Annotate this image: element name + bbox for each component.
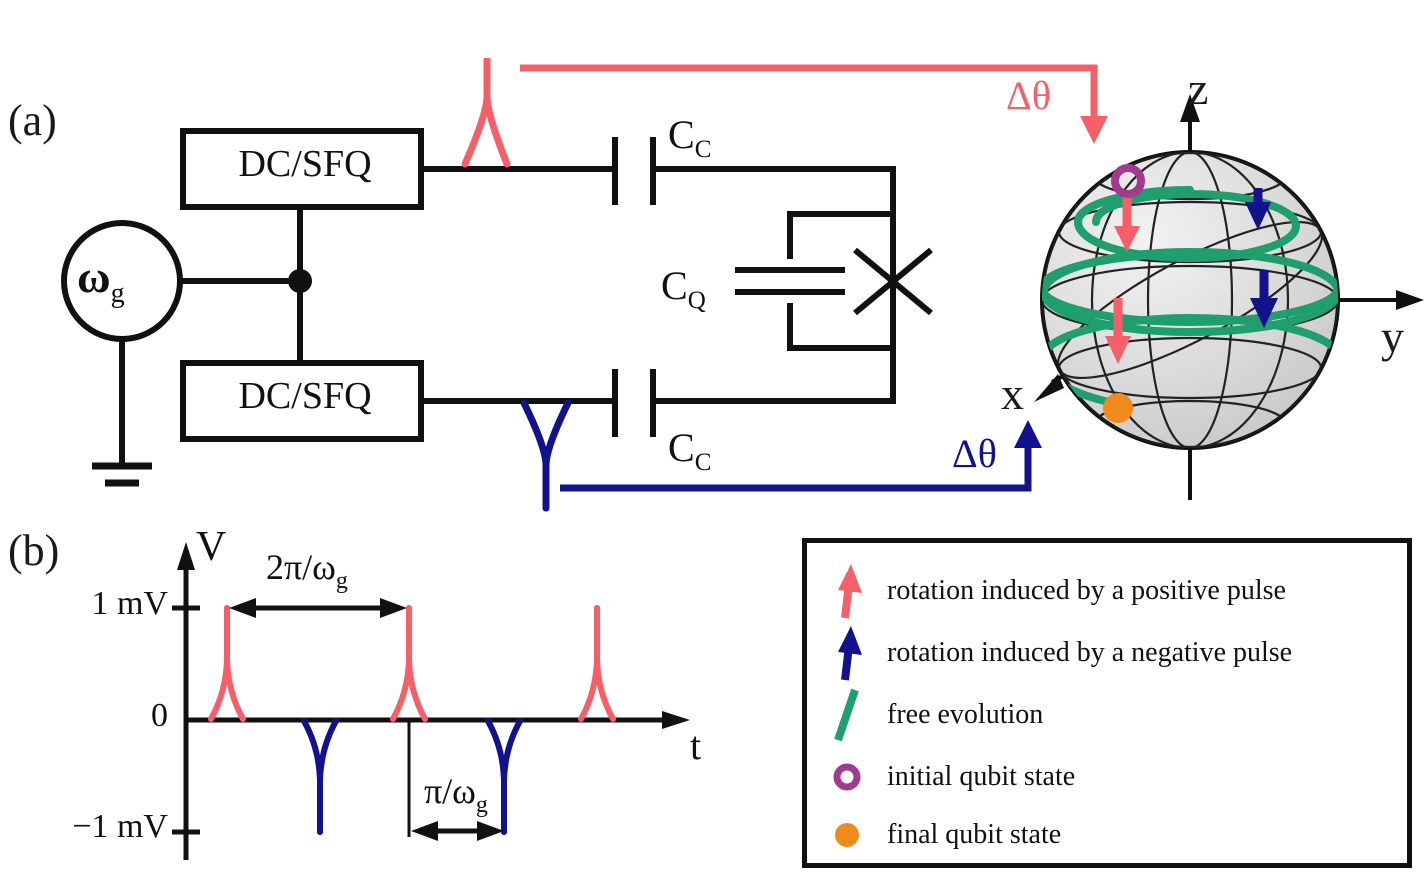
y-tick-label-top: 1 mV	[91, 585, 169, 622]
cc-bot-sub: C	[694, 449, 712, 476]
period-annotation: 2π/ωg	[266, 546, 348, 594]
negative-pulse-series	[301, 718, 523, 835]
half-period-arrowhead-right	[477, 821, 504, 841]
green-segment-icon	[807, 686, 887, 744]
negative-rotation-arrow-1	[1245, 188, 1271, 230]
positive-sfq-pulse-icon	[461, 58, 511, 168]
panel-label-a: (a)	[8, 96, 57, 145]
z-axis-arrowhead	[1180, 94, 1200, 122]
josephson-junction-icon	[853, 247, 933, 316]
pulse-red-3	[578, 605, 616, 722]
legend-label-negative-rotation: rotation induced by a negative pulse	[887, 637, 1293, 668]
coupling-cap-bottom	[612, 369, 656, 437]
blue-up-arrow-icon	[807, 624, 887, 682]
legend-label-final-state: final qubit state	[887, 819, 1062, 850]
pulse-blue-1	[301, 718, 339, 835]
legend-item-positive-rotation: rotation induced by a positive pulse	[807, 561, 1407, 621]
delta-theta-negative-label: Δθ	[952, 431, 997, 476]
source-label: ωg	[77, 250, 125, 309]
filled-circle-icon	[807, 818, 887, 852]
x-axis-label: x	[1001, 368, 1024, 419]
half-period-arrowhead-left	[411, 821, 438, 841]
qubit-cap-label: CQ	[661, 262, 706, 314]
coupling-cap-top	[612, 137, 656, 205]
bloch-sphere	[1034, 94, 1424, 500]
period-annotation-main: 2π/ω	[266, 547, 336, 587]
y-tick-label-zero: 0	[151, 697, 168, 734]
period-arrowhead-right	[380, 598, 407, 618]
open-circle-icon	[807, 760, 887, 794]
dcsfq-top-label: DC/SFQ	[238, 143, 372, 185]
y-axis-label: y	[1381, 311, 1404, 362]
legend-item-negative-rotation: rotation induced by a negative pulse	[807, 623, 1407, 683]
red-up-arrow-icon	[807, 562, 887, 620]
dcsfq-bottom-label: DC/SFQ	[238, 375, 372, 417]
legend-box: rotation induced by a positive pulse rot…	[802, 538, 1412, 868]
initial-qubit-state-marker	[1111, 164, 1145, 198]
cq-sub: Q	[687, 287, 706, 314]
y-tick-label-bottom: −1 mV	[72, 808, 168, 845]
final-qubit-state-marker	[1103, 393, 1133, 423]
x-axis-arrowhead	[1034, 374, 1064, 402]
pulse-red-1	[208, 605, 246, 722]
ground-symbol-icon	[92, 462, 152, 487]
positive-pulse-series	[208, 605, 616, 722]
positive-feedback-arrow	[520, 64, 1108, 144]
y-tick-marks	[172, 605, 200, 835]
legend-label-positive-rotation: rotation induced by a positive pulse	[887, 575, 1286, 606]
half-period-annotation-sub: g	[475, 792, 488, 818]
cc-top-main: C	[668, 112, 695, 157]
coupling-cap-top-label: CC	[668, 111, 711, 163]
v-axis-arrowhead	[177, 542, 195, 570]
delta-theta-positive-label: Δθ	[1006, 73, 1051, 118]
source-omega: ω	[77, 251, 111, 302]
pulse-red-2	[390, 605, 428, 722]
coupling-cap-bottom-label: CC	[668, 424, 711, 476]
node-dot	[288, 269, 312, 293]
legend-label-free-evolution: free evolution	[887, 699, 1044, 730]
cc-top-sub: C	[694, 136, 712, 163]
v-axis-label: V	[196, 524, 227, 570]
negative-rotation-arrow-2	[1250, 270, 1278, 328]
pulse-train-chart	[172, 542, 690, 860]
legend-item-initial-state: initial qubit state	[807, 747, 1407, 807]
period-arrowhead-left	[229, 598, 256, 618]
pulse-blue-2	[485, 718, 523, 835]
qubit-capacitor	[735, 267, 845, 295]
positive-rotation-arrow-2	[1105, 298, 1131, 364]
negative-feedback-arrow	[560, 420, 1042, 492]
y-axis-arrowhead	[1396, 290, 1424, 310]
cc-bot-main: C	[668, 425, 695, 470]
legend-item-final-state: final qubit state	[807, 805, 1407, 865]
legend-label-initial-state: initial qubit state	[887, 761, 1076, 792]
legend-item-free-evolution: free evolution	[807, 685, 1407, 745]
cq-main: C	[661, 263, 688, 308]
t-axis-label: t	[690, 723, 702, 768]
panel-label-b: (b)	[8, 526, 60, 575]
period-annotation-sub: g	[335, 568, 348, 594]
half-period-annotation: π/ωg	[424, 770, 488, 818]
source-omega-sub: g	[110, 278, 125, 309]
circuit-schematic	[61, 128, 933, 487]
z-axis-label: z	[1188, 63, 1209, 114]
t-axis-arrowhead	[662, 711, 690, 729]
half-period-annotation-main: π/ω	[424, 771, 476, 811]
negative-sfq-pulse-icon	[520, 399, 572, 512]
